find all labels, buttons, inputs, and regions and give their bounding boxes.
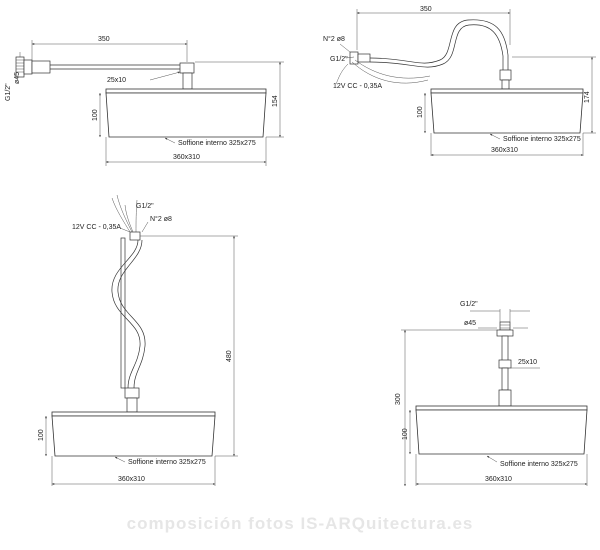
dim-total-height: 174 (584, 91, 591, 103)
dim-length: 350 (98, 36, 110, 43)
arm-connector (499, 69, 512, 81)
thread-fitting (499, 321, 511, 331)
dim-bar: 25x10 (518, 359, 537, 366)
dim-bar: 25x10 (107, 77, 126, 84)
label-count: N°2 ø8 (323, 35, 345, 43)
arm-connector (179, 62, 195, 74)
pipe-connector (124, 387, 140, 399)
dim-thread: G1/2" (460, 301, 478, 308)
view-wall-arm-shower: 350 25x10 G1/2" ø45 100 154 Soffione int… (5, 36, 284, 166)
wall-nut (23, 59, 33, 75)
dim-head-height: 100 (402, 428, 409, 440)
dim-thread: G1/2" (330, 56, 348, 63)
dim-head-width: 360x310 (118, 476, 145, 483)
label-power: 12V CC - 0,35A (333, 83, 382, 90)
view-ceiling-arm-shower: G1/2" ø45 25x10 300 100 Soffione interno… (395, 301, 588, 487)
dim-diameter: ø45 (464, 320, 476, 327)
inner-head-label: Soffione interno 325x275 (500, 461, 578, 468)
view-wall-led-shower: 350 N°2 ø8 G1/2" 12V CC - 0,35A 100 174 … (323, 6, 596, 156)
inner-head-label: Soffione interno 325x275 (503, 136, 581, 143)
dim-total-height: 300 (395, 393, 402, 405)
shower-head (415, 409, 588, 455)
shower-head (51, 415, 216, 457)
shower-head (430, 92, 584, 134)
dim-length: 350 (420, 6, 432, 13)
label-power: 12V CC - 0,35A (72, 224, 121, 231)
dim-head-height: 100 (417, 106, 424, 118)
ceiling-fitting (129, 231, 141, 241)
power-cable (354, 59, 431, 79)
dim-diameter: ø45 (14, 72, 21, 84)
dim-total-height: 154 (272, 95, 279, 107)
power-cable (111, 197, 131, 233)
ceiling-flange (496, 329, 514, 337)
inner-head-label: Soffione interno 325x275 (128, 459, 206, 466)
dim-thread: G1/2" (136, 203, 154, 210)
dim-head-height: 100 (92, 109, 99, 121)
dim-head-height: 100 (38, 429, 45, 441)
arm-neck (182, 72, 193, 90)
dim-head-width: 360x310 (485, 476, 512, 483)
dim-thread: G1/2" (5, 83, 12, 101)
dim-total-height: 480 (226, 350, 233, 362)
wall-fitting (349, 51, 359, 65)
view-ceiling-led-shower: G1/2" 12V CC - 0,35A N°2 ø8 480 100 Soff… (38, 194, 238, 486)
arm-connector (498, 389, 512, 407)
shower-head (105, 92, 267, 138)
inner-head-label: Soffione interno 325x275 (178, 140, 256, 147)
dim-head-width: 360x310 (173, 154, 200, 161)
watermark-text: composición fotos IS-ARQuitectura.es (126, 514, 474, 533)
curved-pipe (111, 239, 141, 389)
dim-head-width: 360x310 (491, 147, 518, 154)
curved-arm (369, 19, 509, 70)
wall-flange (31, 60, 51, 74)
label-count: N°2 ø8 (150, 215, 172, 223)
